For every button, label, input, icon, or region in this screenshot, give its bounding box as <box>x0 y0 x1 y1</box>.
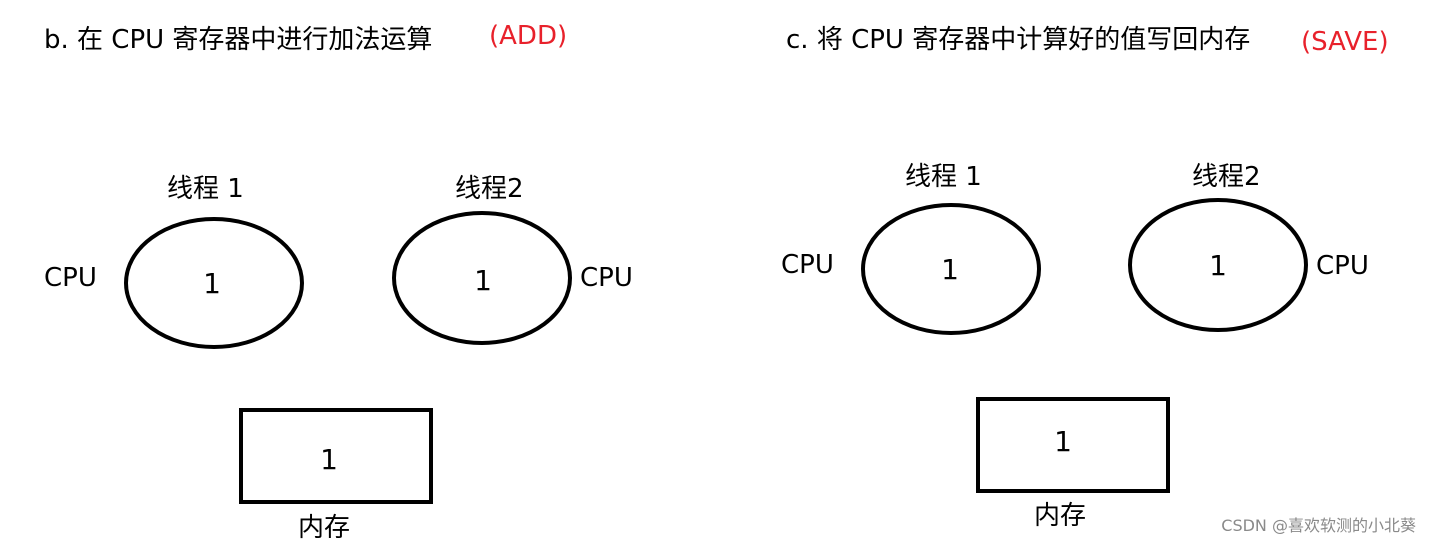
right-memory-value: 1 <box>1054 425 1072 458</box>
left-memory-box <box>239 408 433 504</box>
left-thread2-cpu-label: CPU <box>580 263 633 293</box>
csdn-watermark: CSDN @喜欢软测的小北葵 <box>1221 516 1416 535</box>
right-panel: c. 将 CPU 寄存器中计算好的值写回内存 (SAVE) 线程 1 CPU 1… <box>781 25 1389 531</box>
right-thread1-register-value: 1 <box>941 253 959 286</box>
left-thread1-cpu-label: CPU <box>44 263 97 293</box>
left-thread2-label: 线程2 <box>455 174 524 204</box>
left-memory-value: 1 <box>320 443 338 476</box>
right-thread2-register <box>1128 198 1308 332</box>
left-thread1-register <box>124 217 304 349</box>
left-memory-label: 内存 <box>298 513 350 543</box>
left-panel: b. 在 CPU 寄存器中进行加法运算 (ADD) 线程 1 CPU 1 线程2… <box>44 21 633 543</box>
right-thread1-label: 线程 1 <box>905 162 982 192</box>
right-thread2-register-value: 1 <box>1209 249 1227 282</box>
left-heading: b. 在 CPU 寄存器中进行加法运算 <box>44 25 432 55</box>
left-thread1-register-value: 1 <box>203 267 221 300</box>
right-thread2-label: 线程2 <box>1192 162 1261 192</box>
right-memory-box <box>976 397 1170 493</box>
right-heading: c. 将 CPU 寄存器中计算好的值写回内存 <box>786 25 1250 55</box>
left-thread2-register <box>392 211 572 345</box>
left-thread1-label: 线程 1 <box>167 174 244 204</box>
left-operation-label: (ADD) <box>489 21 567 51</box>
right-memory-label: 内存 <box>1034 501 1086 531</box>
right-operation-label: (SAVE) <box>1301 27 1389 57</box>
right-thread1-cpu-label: CPU <box>781 250 834 280</box>
left-thread2-register-value: 1 <box>474 264 492 297</box>
right-thread1-register <box>861 203 1041 335</box>
right-thread2-cpu-label: CPU <box>1316 251 1369 281</box>
